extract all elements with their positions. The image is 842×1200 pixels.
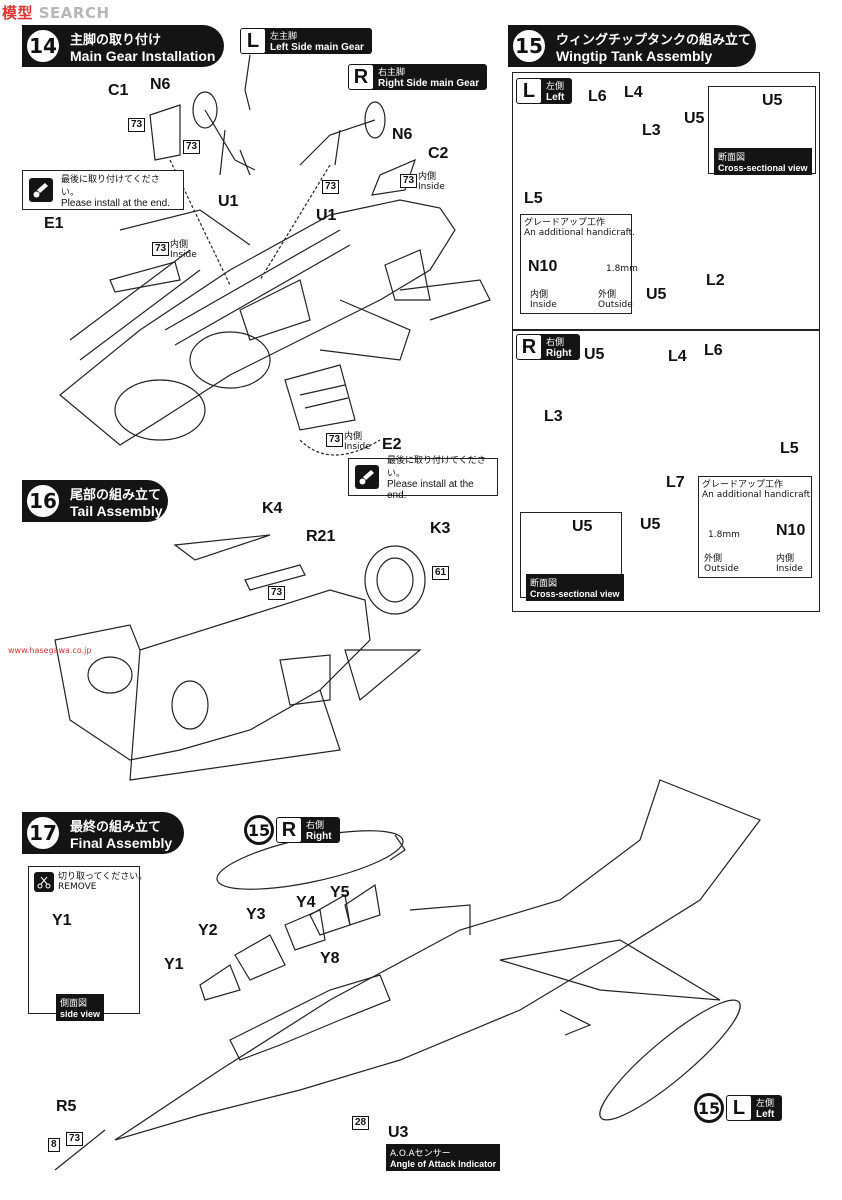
part-label-n10-left: N10 (528, 258, 558, 275)
install-end-note-e1: 最後に取り付けてください。Please install at the end. (22, 170, 184, 210)
part-label-l4-left: L4 (624, 84, 643, 101)
part-label-l6-right: L6 (704, 342, 723, 359)
part-label-u1-left: U1 (218, 193, 239, 210)
part-label-l3-left: L3 (642, 122, 661, 139)
part-label-u5-left-bottom: U5 (646, 286, 667, 303)
step14-gear-drawing (149, 54, 416, 286)
step14-title-en: Main Gear Installation (70, 47, 216, 64)
part-label-u3: U3 (388, 1124, 409, 1141)
part-label-l5-left: L5 (524, 190, 543, 207)
dimension-label-left: 1.8mm (606, 264, 638, 274)
part-label-c1: C1 (108, 82, 129, 99)
part-label-l5-right: L5 (780, 440, 799, 457)
part-label-l2: L2 (706, 272, 725, 289)
step17-number: 17 (24, 814, 62, 852)
dimension-label-right: 1.8mm (708, 530, 740, 540)
paint-code-73: 73 (322, 180, 340, 194)
part-label-l6-left: L6 (588, 88, 607, 105)
step16-title-jp: 尾部の組み立て (70, 487, 162, 503)
part-label-u5-xsec-right: U5 (572, 518, 593, 535)
paint-code-73: 73 (183, 140, 201, 154)
step15-title-jp: ウィングチップタンクの組み立て (556, 32, 752, 48)
watermark-url: www.hasegawa.co.jp (8, 646, 92, 655)
install-end-note-e2: 最後に取り付けてください。Please install at the end. (348, 456, 498, 501)
step15-number: 15 (510, 27, 548, 65)
part-label-u1-right: U1 (316, 207, 337, 224)
paint-code-73: 73 (128, 118, 146, 132)
paint-code-8: 8 (48, 1138, 60, 1152)
part-label-l4-right: L4 (668, 348, 687, 365)
step16-number: 16 (24, 482, 62, 520)
handicraft-box-right (698, 476, 812, 578)
part-label-u5-xsec-left: U5 (762, 92, 783, 109)
part-label-y3: Y3 (246, 906, 266, 923)
paint-code-73: 73 (152, 242, 170, 256)
part-label-l3-right: L3 (544, 408, 563, 425)
part-label-n10-right: N10 (776, 522, 806, 539)
step17-title-jp: 最終の組み立て (70, 819, 162, 835)
part-label-c2: C2 (428, 145, 449, 162)
part-label-y1-box: Y1 (52, 912, 72, 929)
paint-code-28: 28 (352, 1116, 370, 1130)
paint-code-73: 73 (268, 586, 286, 600)
brush-icon (355, 465, 379, 489)
part-label-r21: R21 (306, 528, 336, 545)
paint-code-61: 61 (432, 566, 450, 580)
part-label-n6-left: N6 (150, 76, 171, 93)
part-label-y4: Y4 (296, 894, 316, 911)
part-label-k4: K4 (262, 500, 283, 517)
part-label-n6-right: N6 (392, 126, 413, 143)
paint-code-73: 73 (400, 174, 418, 188)
step14-aircraft-drawing (59, 199, 491, 456)
step16-title-en: Tail Assembly (70, 502, 163, 519)
paint-code-73: 73 (326, 433, 344, 447)
part-label-e2: E2 (382, 436, 402, 453)
part-label-k3: K3 (430, 520, 451, 537)
watermark-logo: 模型 SEARCH (2, 4, 110, 22)
part-label-y5: Y5 (330, 884, 350, 901)
part-label-u5-right-bottom: U5 (640, 516, 661, 533)
brush-icon (29, 178, 53, 202)
part-label-r5: R5 (56, 1098, 77, 1115)
step17-title-en: Final Assembly (70, 834, 173, 851)
paint-code-73: 73 (66, 1132, 84, 1146)
part-label-y2: Y2 (198, 922, 218, 939)
step14-number: 14 (24, 27, 62, 65)
scissors-icon (34, 872, 54, 892)
part-label-e1: E1 (44, 215, 64, 232)
part-label-y1: Y1 (164, 956, 184, 973)
part-label-l7: L7 (666, 474, 685, 491)
remove-note: 切り取ってください。REMOVE (34, 872, 147, 892)
step15-title-en: Wingtip Tank Assembly (556, 47, 713, 64)
step14-title-jp: 主脚の取り付け (70, 32, 162, 48)
part-label-u5-right-top: U5 (584, 346, 605, 363)
handicraft-box-left (520, 214, 632, 314)
step16-tail-drawing (54, 534, 426, 781)
part-label-u5-left-top: U5 (684, 110, 705, 127)
part-label-y8: Y8 (320, 950, 340, 967)
